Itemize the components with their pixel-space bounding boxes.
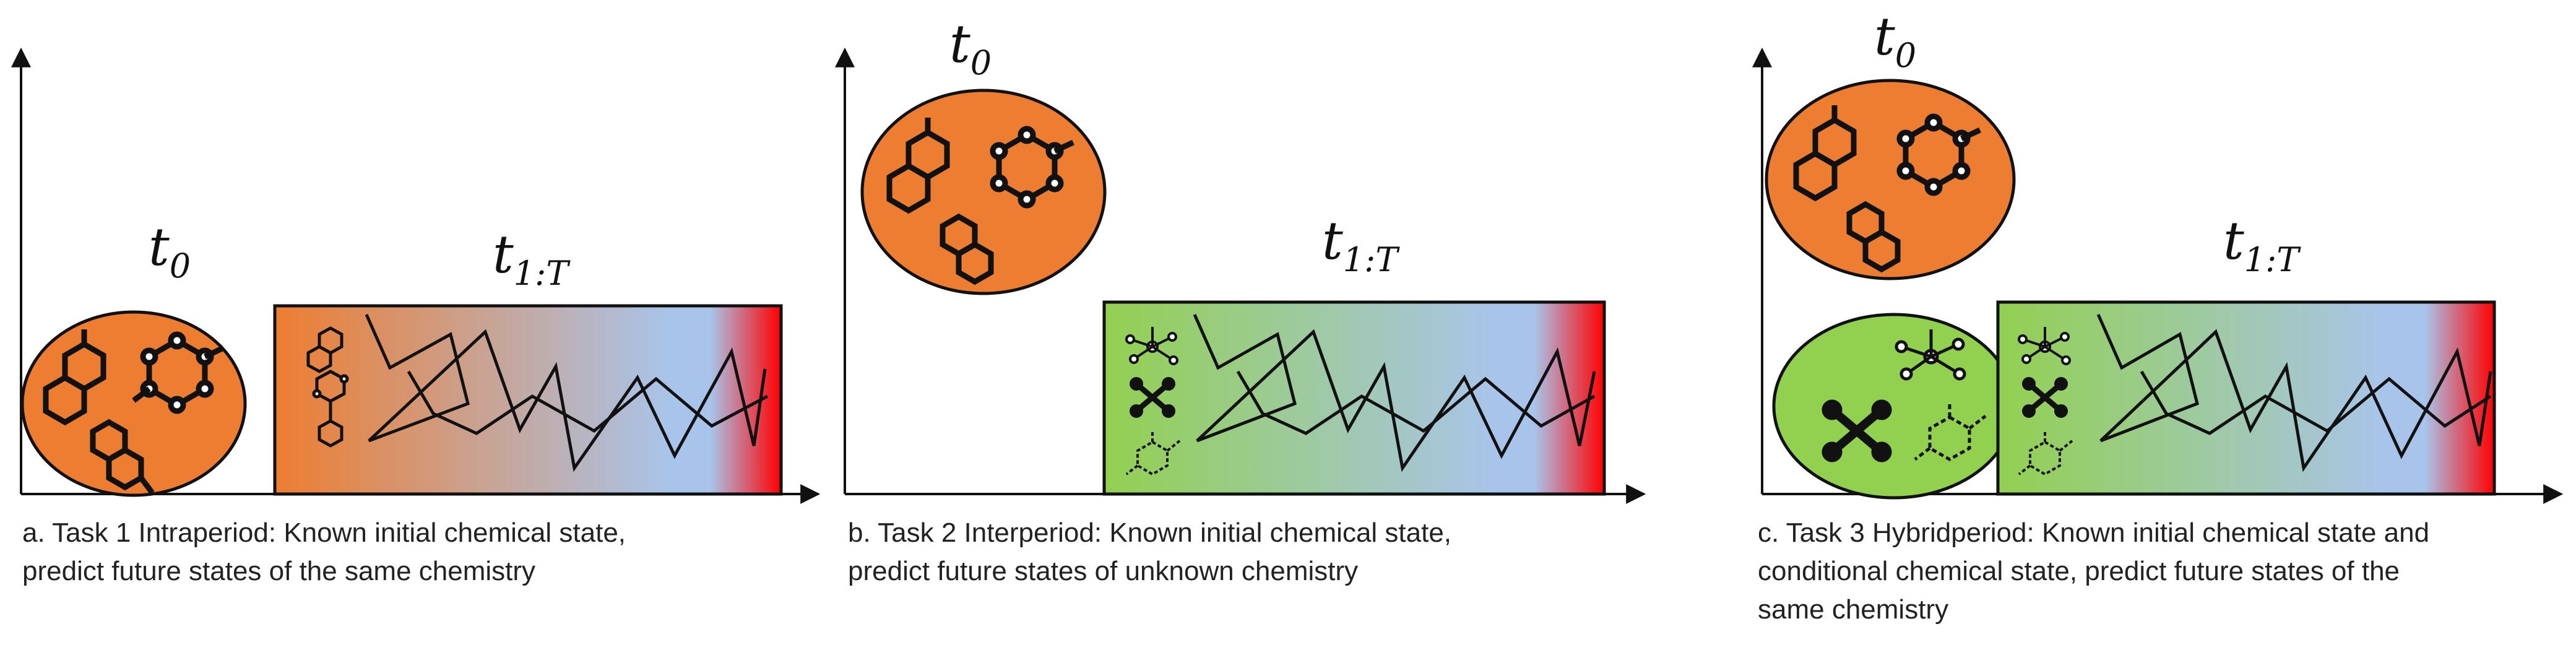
aromatic-molecules-icon [43,329,225,495]
aromatic-molecules-icon [886,118,1074,285]
other-molecule-strip-icon [1125,327,1181,476]
panel-task2: t0 t1:T [835,14,1646,504]
t0-label: t0 [949,14,992,82]
caption-line: conditional chemical state, predict futu… [1758,556,2400,586]
time-series-line-2 [2140,370,2492,435]
caption-line: c. Task 3 Hybridperiod: Known initial ch… [1758,518,2430,548]
aromatic-molecules-icon [1793,105,1981,273]
other-molecules-icon [1822,329,1987,462]
panel-task1: t0 t1:T [11,47,821,504]
t1T-label: t1:T [493,224,571,293]
initial-state-ellipse [860,89,1107,295]
caption-task3: c. Task 3 Hybridperiod: Known initial ch… [1758,514,2550,629]
caption-line: a. Task 1 Intraperiod: Known initial che… [22,518,626,548]
caption-task1: a. Task 1 Intraperiod: Known initial che… [22,514,815,591]
caption-line: predict future states of unknown chemist… [848,556,1359,586]
future-states-box [1996,300,2496,496]
time-series-line-2 [1236,370,1596,435]
t0-label: t0 [149,217,191,285]
initial-state-ellipse [1765,79,2016,280]
t1T-label: t1:T [2223,210,2301,279]
caption-line: same chemistry [1758,594,1949,625]
caption-task2: b. Task 2 Interperiod: Known initial che… [848,514,1640,591]
t1T-label: t1:T [1322,210,1400,279]
conditional-state-ellipse [1772,313,2016,500]
initial-state-ellipse [20,310,247,497]
future-states-box [1102,300,1606,496]
t0-label: t0 [1874,6,1916,75]
caption-line: b. Task 2 Interperiod: Known initial che… [848,518,1452,548]
aromatic-molecule-strip-icon [306,326,349,448]
other-molecule-strip-icon [2018,327,2073,476]
panel-task3: t0 t1:T [1752,6,2564,504]
caption-line: predict future states of the same chemis… [22,556,536,586]
time-series-line-2 [407,370,769,435]
